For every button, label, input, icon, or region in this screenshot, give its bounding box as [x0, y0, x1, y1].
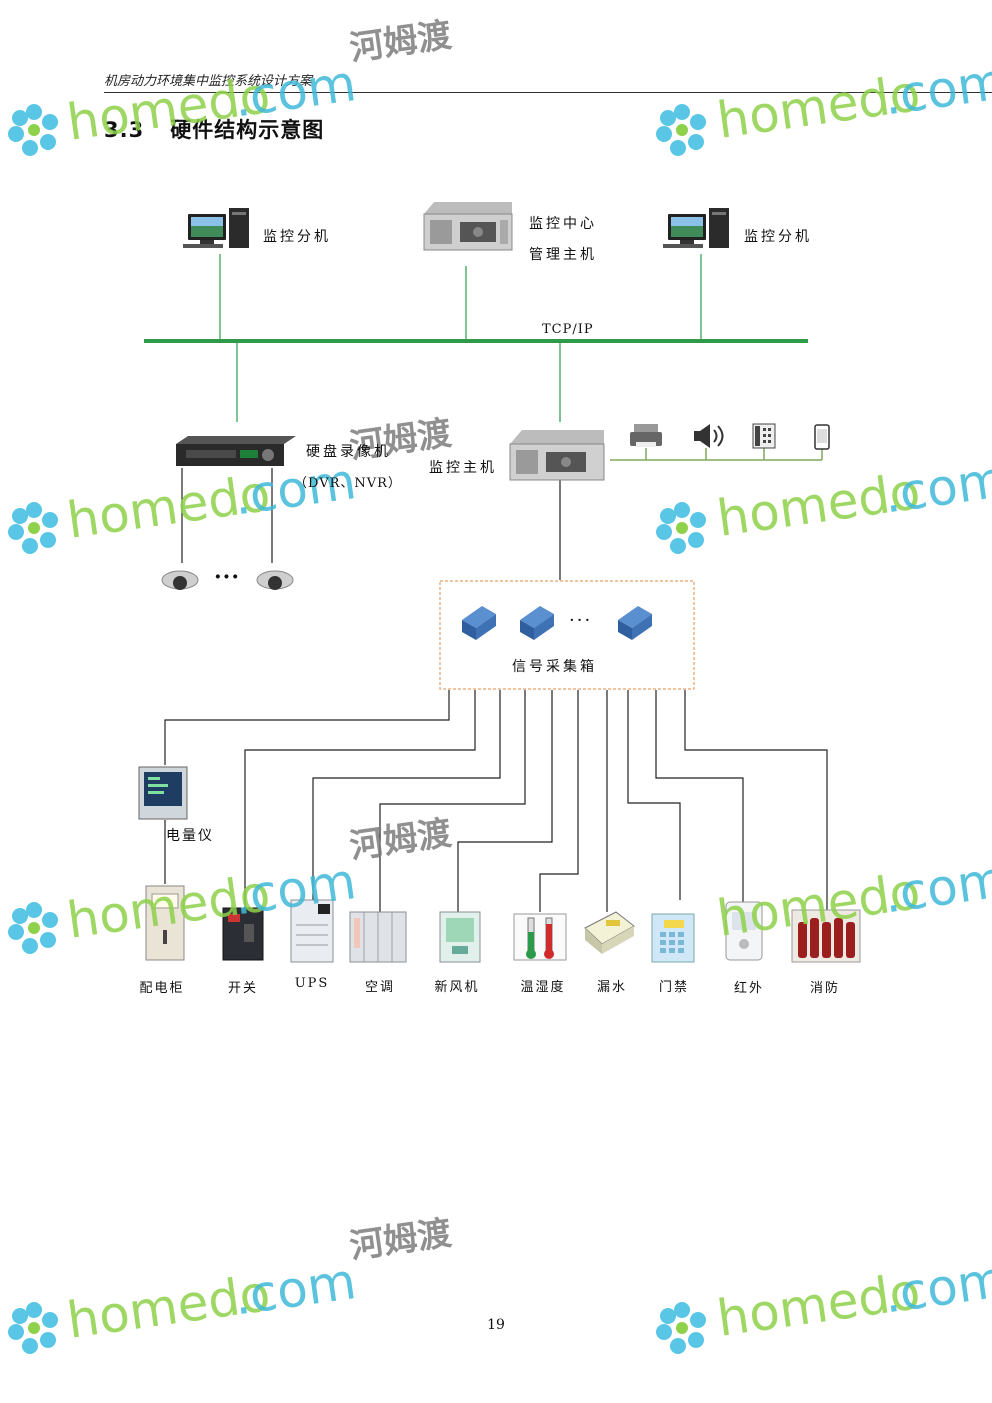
dome-camera-left-icon — [161, 570, 199, 590]
power-meter-icon — [138, 766, 188, 820]
telephone-icon — [752, 423, 776, 449]
printer-icon — [630, 424, 662, 447]
ups-icon — [290, 899, 334, 963]
power-meter-label: 电量仪 — [166, 828, 214, 844]
switch-breaker-icon — [222, 907, 264, 961]
workstation-left-icon — [183, 208, 249, 248]
peripheral-line — [610, 448, 823, 461]
distribution-cabinet-icon — [145, 885, 185, 961]
collector-ellipsis: ··· — [569, 610, 593, 631]
device-label-temperature-humidity: 温湿度 — [520, 980, 566, 995]
watermark-middle: homedo .com 河姆渡 homedo .com — [8, 413, 992, 554]
air-conditioner-icon — [349, 911, 407, 963]
svg-text:.com: .com — [880, 52, 992, 127]
field-wiring — [164, 690, 828, 912]
svg-text:.com: .com — [230, 852, 360, 927]
water-leak-sensor-icon — [584, 911, 635, 954]
fresh-air-unit-icon — [439, 911, 481, 963]
center-server-label-1: 监控中心 — [529, 216, 597, 232]
device-label-ups: UPS — [294, 976, 330, 991]
monitor-host-icon — [509, 430, 605, 481]
section-title: 硬件结构示意图 — [170, 118, 325, 142]
running-header: 机房动力环境集中监控系统设计方案 — [104, 74, 313, 89]
device-label-switch: 开关 — [227, 981, 259, 996]
dvr-label-2: （DVR、NVR） — [294, 476, 402, 491]
tcpip-label: TCP/IP — [542, 322, 594, 337]
svg-text:.com: .com — [880, 450, 992, 525]
section-heading: 3.3 硬件结构示意图 — [104, 114, 324, 144]
svg-text:.com: .com — [230, 54, 360, 129]
device-label-distribution-cabinet: 配电柜 — [139, 981, 185, 996]
bus-drops — [219, 254, 702, 422]
io-module-2-icon — [520, 606, 554, 640]
speaker-icon — [694, 424, 724, 448]
center-server-label-2: 管理主机 — [529, 247, 597, 263]
svg-text:.com: .com — [230, 1252, 360, 1327]
center-server-icon — [423, 202, 513, 251]
workstation-left-label: 监控分机 — [263, 229, 331, 245]
device-label-fire-protection: 消防 — [809, 981, 841, 996]
device-label-access-control: 门禁 — [658, 980, 690, 995]
header-rule — [104, 92, 992, 93]
signal-collector-box — [439, 580, 695, 690]
device-label-fresh-air-unit: 新风机 — [434, 980, 480, 995]
dvr-label-1: 硬盘录像机 — [306, 444, 391, 460]
io-module-1-icon — [462, 606, 496, 640]
svg-text:河姆渡: 河姆渡 — [347, 813, 454, 867]
mobile-phone-icon — [814, 424, 830, 450]
device-label-infrared: 红外 — [733, 981, 765, 996]
device-label-water-leak: 漏水 — [596, 980, 628, 995]
svg-text:河姆渡: 河姆渡 — [347, 1213, 454, 1267]
svg-text:.com: .com — [880, 1250, 992, 1325]
monitor-host-label: 监控主机 — [429, 460, 497, 476]
fire-extinguisher-icon — [791, 909, 861, 963]
dome-camera-right-icon — [256, 570, 294, 590]
camera-ellipsis: ··· — [214, 564, 240, 590]
dvr-icon — [176, 436, 296, 466]
watermark-top: homedo .com 河姆渡 homedo .com — [8, 15, 992, 156]
device-label-air-conditioner: 空调 — [364, 980, 396, 995]
collector-label: 信号采集箱 — [512, 659, 597, 675]
io-module-3-icon — [618, 606, 652, 640]
workstation-right-label: 监控分机 — [744, 229, 812, 245]
page-number: 19 — [487, 1317, 505, 1333]
svg-text:.com: .com — [880, 850, 992, 925]
section-number: 3.3 — [104, 118, 145, 142]
access-control-icon — [651, 913, 695, 963]
svg-text:河姆渡: 河姆渡 — [347, 15, 454, 69]
temperature-humidity-icon — [513, 913, 567, 961]
camera-wires — [181, 468, 561, 580]
workstation-right-icon — [663, 208, 729, 248]
infrared-detector-icon — [725, 901, 763, 961]
